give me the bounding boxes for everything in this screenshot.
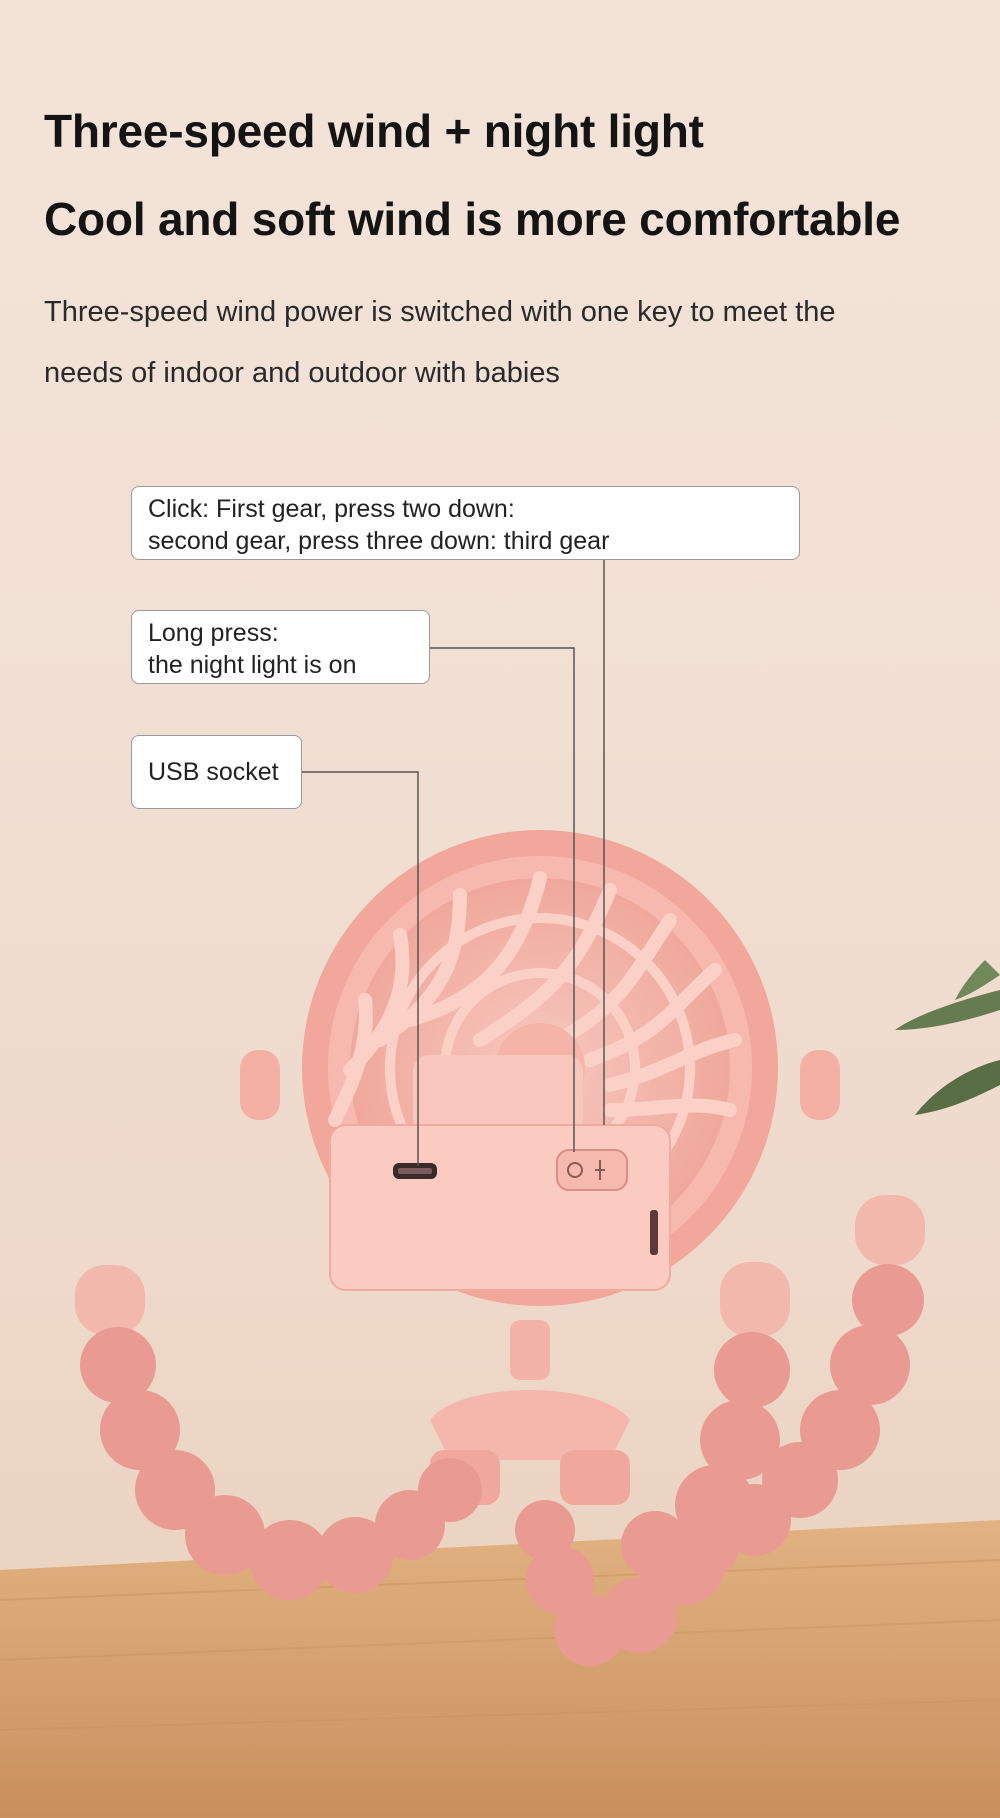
table-surface <box>0 1520 1000 1818</box>
description-line-2: needs of indoor and outdoor with babies <box>44 357 560 389</box>
callout-gear-line-1: Click: First gear, press two down: <box>148 495 515 523</box>
callout-gear-speed: Click: First gear, press two down: secon… <box>131 486 800 560</box>
flexible-legs <box>75 1195 925 1666</box>
callout-night-light-line-1: Long press: <box>148 619 279 647</box>
headline-secondary: Cool and soft wind is more comfortable <box>44 193 901 245</box>
tripod-base <box>430 1320 630 1505</box>
usb-port <box>393 1163 437 1179</box>
callout-night-light-line-2: the night light is on <box>148 651 357 679</box>
power-button <box>556 1149 628 1191</box>
callout-night-light: Long press: the night light is on <box>131 610 430 684</box>
callout-lines <box>302 560 605 1166</box>
indicator-slot <box>650 1210 658 1255</box>
callout-usb-label: USB socket <box>148 758 279 786</box>
callout-gear-line-2: second gear, press three down: third gea… <box>148 527 610 555</box>
callout-usb-socket: USB socket <box>131 735 302 809</box>
description-line-1: Three-speed wind power is switched with … <box>44 296 836 328</box>
headline-primary: Three-speed wind + night light <box>44 105 704 157</box>
plant-leaves <box>895 960 1000 1115</box>
